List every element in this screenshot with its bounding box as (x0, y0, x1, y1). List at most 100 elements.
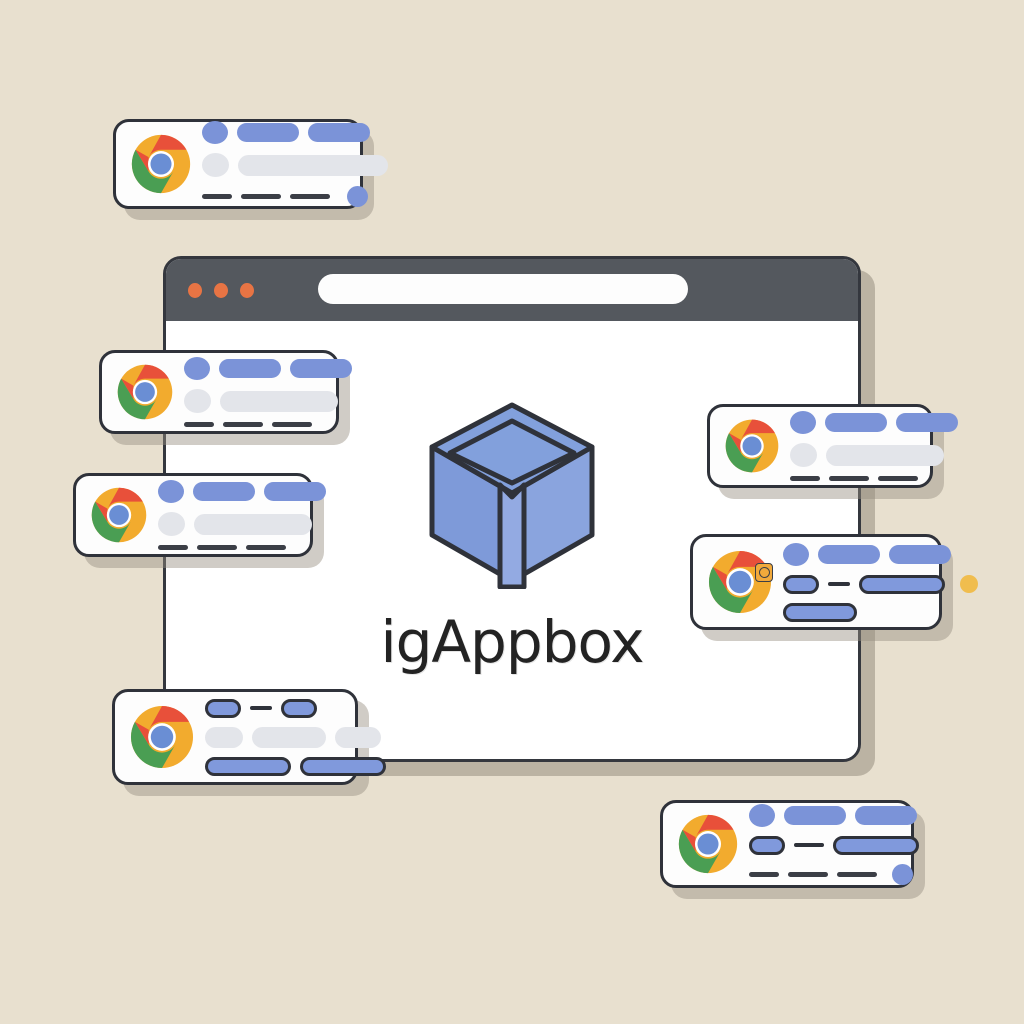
status-dot-warning[interactable] (960, 575, 978, 593)
pill-item (193, 482, 255, 501)
pill-item (290, 359, 352, 378)
card-row-dashes (790, 476, 958, 481)
pill-item (889, 544, 951, 564)
maximize-button[interactable] (240, 282, 254, 298)
flow-connector (794, 843, 824, 847)
placeholder-bar (826, 444, 944, 466)
pill-item (896, 413, 958, 432)
card-row-grey (184, 389, 352, 413)
chrome-icon (707, 549, 773, 615)
status-dot[interactable] (892, 863, 913, 885)
card-row-grey (202, 153, 388, 177)
placeholder-dot (790, 443, 817, 467)
status-dot[interactable] (347, 186, 368, 207)
chrome-icon (724, 418, 780, 474)
placeholder-dot (184, 389, 211, 413)
card-row-flow (783, 602, 978, 622)
flow-connector (250, 706, 272, 710)
dash-item (202, 194, 232, 199)
flow-node[interactable] (749, 835, 785, 855)
extension-card-bottom-left[interactable] (112, 689, 386, 785)
avatar-dot (783, 542, 809, 566)
dash-item (790, 476, 820, 481)
browser-titlebar (166, 259, 858, 324)
placeholder-bar (194, 513, 312, 535)
card-row-flow (783, 574, 978, 594)
dash-item (197, 545, 237, 550)
flow-node[interactable] (783, 574, 819, 594)
dash-item (223, 422, 263, 427)
avatar-dot (202, 121, 228, 144)
pill-item (784, 805, 846, 825)
card-row-dashes (184, 422, 352, 427)
action-button[interactable] (300, 756, 386, 776)
action-button[interactable] (205, 756, 291, 776)
card-row-pills (749, 803, 919, 827)
card-row-grey (790, 443, 958, 467)
placeholder-bar (238, 154, 388, 176)
card-rows (184, 357, 352, 427)
card-rows (749, 803, 919, 885)
card-row-buttons (205, 756, 386, 776)
placeholder-bar (252, 726, 326, 748)
dash-item (158, 545, 188, 550)
card-row-pills (184, 357, 352, 380)
address-bar-input[interactable] (318, 274, 688, 304)
avatar-dot (158, 480, 184, 503)
flow-node[interactable] (783, 602, 857, 622)
chrome-icon (116, 363, 174, 421)
pill-item (237, 123, 299, 142)
avatar-dot (749, 803, 775, 827)
card-row-dashes (158, 545, 326, 550)
pill-item (818, 544, 880, 564)
dash-item (246, 545, 286, 550)
pill-item (264, 482, 326, 501)
extension-card-left-lower[interactable] (73, 473, 326, 557)
dash-item (272, 422, 312, 427)
extension-card-bottom-right[interactable] (660, 800, 919, 888)
dash-item (788, 871, 828, 877)
placeholder-dot (202, 153, 229, 177)
minimize-button[interactable] (214, 282, 228, 298)
card-row-flow (205, 698, 386, 718)
card-row-grey (205, 726, 386, 748)
card-rows (205, 698, 386, 776)
traffic-light-group (188, 282, 254, 298)
chrome-icon (130, 133, 192, 195)
card-rows (790, 411, 958, 481)
extension-card-right-upper[interactable] (707, 404, 958, 488)
placeholder-bar (335, 726, 381, 748)
dash-item (184, 422, 214, 427)
card-row-grey (158, 512, 326, 536)
extension-card-left-upper[interactable] (99, 350, 352, 434)
card-row-pills (783, 542, 978, 566)
flow-node[interactable] (859, 574, 945, 594)
card-rows (783, 542, 978, 622)
placeholder-bar (220, 390, 338, 412)
pill-item (308, 123, 370, 142)
card-row-pills (202, 121, 388, 144)
chrome-icon (677, 813, 739, 875)
page-title: igAppbox (380, 607, 644, 676)
chrome-icon (90, 486, 148, 544)
dash-item (241, 194, 281, 199)
extension-card-right-middle[interactable] (690, 534, 978, 630)
flow-node[interactable] (833, 835, 919, 855)
flow-node[interactable] (281, 698, 317, 718)
placeholder-dot (158, 512, 185, 536)
close-button[interactable] (188, 282, 202, 298)
flow-node[interactable] (205, 698, 241, 718)
card-row-dashes (202, 186, 388, 207)
card-rows (202, 121, 388, 207)
card-row-pills (790, 411, 958, 434)
dash-item (878, 476, 918, 481)
cube-icon (424, 399, 600, 594)
extension-card-top-left[interactable] (113, 119, 388, 209)
dash-item (290, 194, 330, 199)
placeholder-bar (205, 726, 243, 748)
dash-item (749, 871, 779, 877)
pill-item (855, 805, 917, 825)
avatar-dot (790, 411, 816, 434)
dash-item (837, 871, 877, 877)
